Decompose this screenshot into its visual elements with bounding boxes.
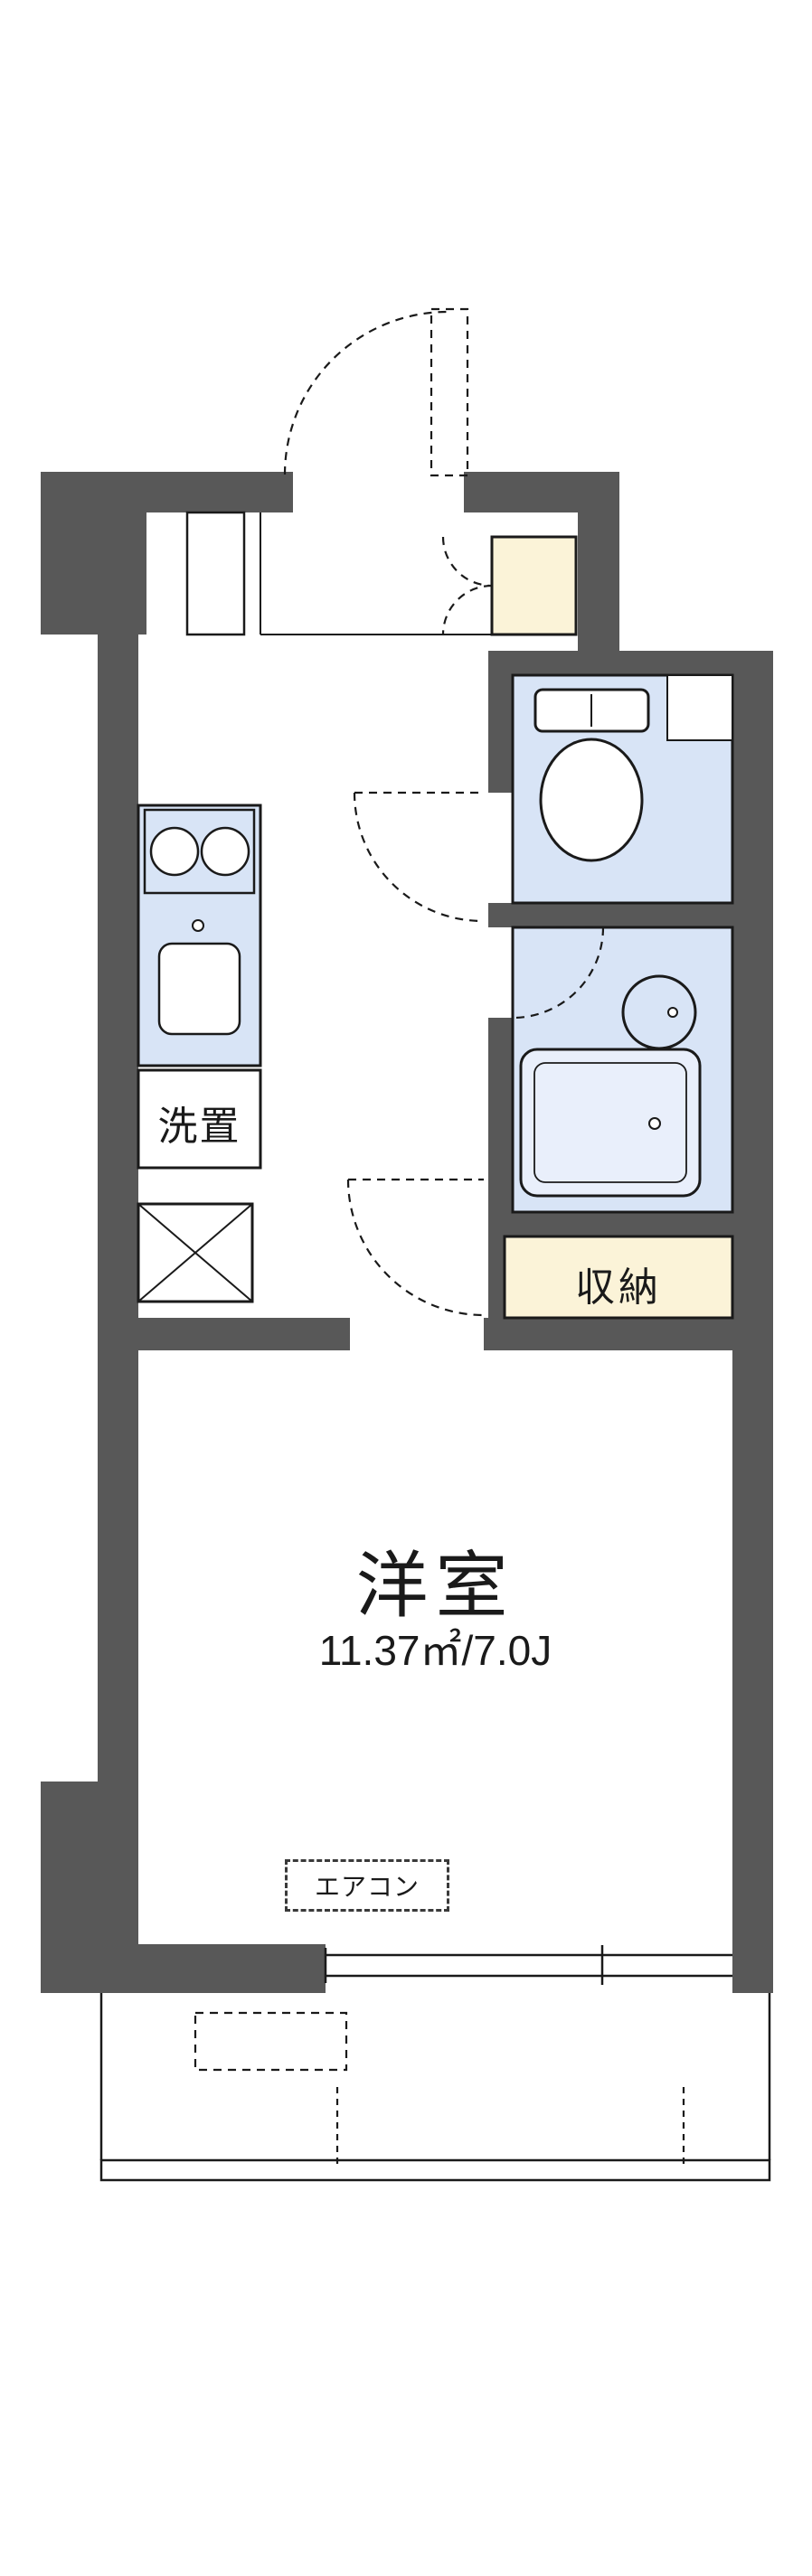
basin-faucet-dot	[667, 1007, 678, 1018]
bathtub-inner	[533, 1062, 687, 1183]
wall-toilet-top	[488, 651, 773, 675]
stove-burner-right	[200, 826, 250, 877]
door-swings	[283, 307, 605, 1317]
wall-room-top-left	[98, 1318, 350, 1350]
wall-room-top-right	[484, 1318, 773, 1350]
balcony-parapet	[99, 2158, 771, 2182]
stove-burner-left	[149, 826, 200, 877]
kitchen-sink	[157, 942, 241, 1036]
toilet-door-arc	[353, 792, 484, 923]
air-conditioner-label: エアコン	[314, 1873, 420, 1901]
entrance-door-leaf	[430, 307, 469, 477]
bathtub-outer	[519, 1048, 702, 1198]
laundry-space-label: 洗置	[157, 1105, 241, 1149]
room-door-arc	[346, 1179, 485, 1317]
balcony-window	[324, 1945, 732, 1985]
bath-door-arc	[512, 926, 605, 1020]
washing-machine-space	[137, 1068, 262, 1170]
entrance-door-arc	[283, 310, 448, 475]
shoe-cabinet	[490, 535, 578, 636]
bathtub-drain-dot	[648, 1117, 661, 1130]
wall-bottom-run	[98, 1944, 326, 1993]
shoe-cabinet-door-arc-bottom	[441, 584, 493, 635]
balcony	[99, 1993, 771, 2182]
air-conditioner-box: エアコン	[285, 1859, 449, 1912]
kitchen-unit	[143, 808, 256, 1036]
shoe-cabinet-door-arc-top	[441, 536, 493, 588]
bathroom-unit	[519, 974, 702, 1198]
entrance-side-cabinet	[185, 511, 246, 636]
round-basin	[621, 974, 697, 1050]
balcony-hatch	[194, 2011, 348, 2072]
room-size-label: 11.37㎡/7.0J	[318, 1627, 552, 1674]
wall-entrance-right	[578, 472, 619, 675]
wall-bath-closet-divider	[488, 1212, 773, 1236]
sink-faucet-dot	[192, 919, 204, 932]
wall-toilet-bath-divider	[488, 903, 773, 927]
closet-label: 収納	[575, 1265, 662, 1310]
kitchen-stove	[143, 808, 256, 895]
toilet-fixture	[533, 688, 650, 862]
wall-left-outer	[98, 512, 138, 1993]
walls	[41, 472, 773, 1993]
toilet-shelf-nook	[666, 674, 733, 741]
wall-top-left-run	[41, 472, 293, 512]
room-name-label: 洋室	[355, 1546, 515, 1626]
entrance-step-lines	[260, 512, 492, 635]
toilet-bowl	[539, 738, 644, 862]
closet-box	[503, 1235, 734, 1320]
pipe-space-x-box	[137, 1202, 254, 1303]
wall-hall-east-upper	[488, 675, 513, 793]
